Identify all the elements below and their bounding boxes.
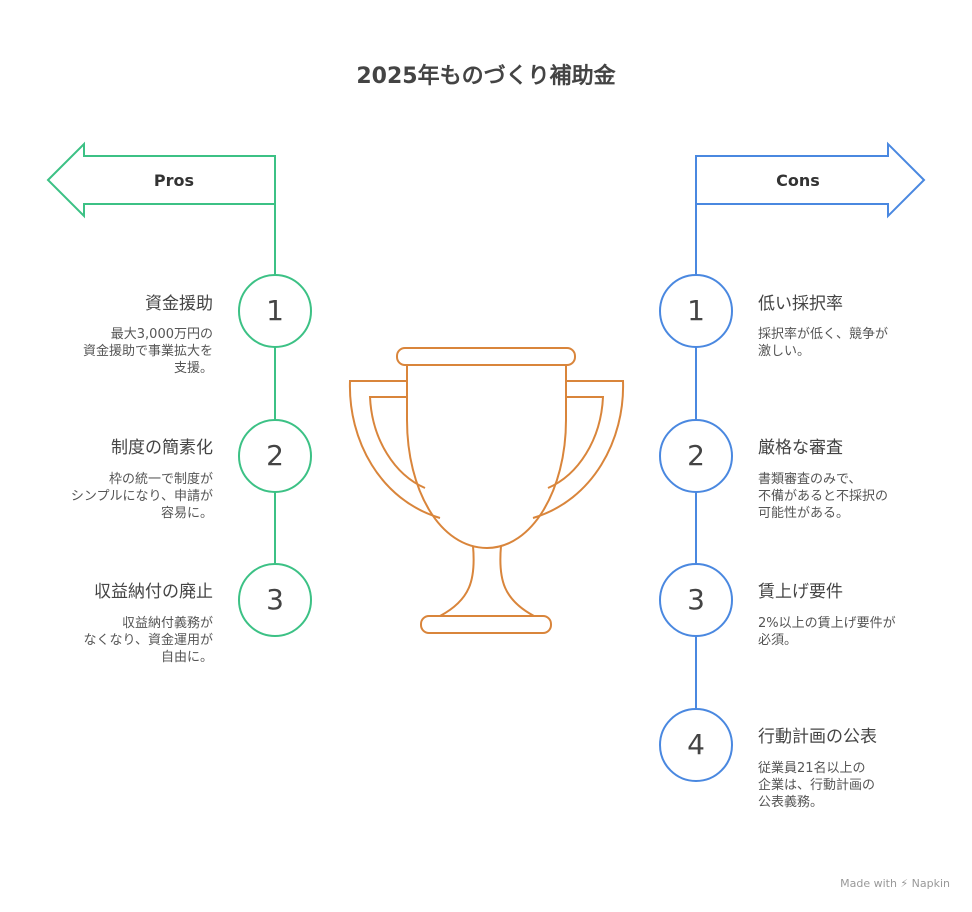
pros-item-desc: 枠の統一で制度が シンプルになり、申請が 容易に。: [70, 472, 213, 521]
pros-circle-1: [238, 274, 312, 348]
cons-number: 3: [687, 583, 705, 616]
pros-item-title: 収益納付の廃止: [94, 582, 213, 602]
pros-number: 3: [266, 583, 284, 616]
cons-label: Cons: [776, 171, 820, 190]
pros-label: Pros: [153, 171, 195, 190]
cons-circle-1: [659, 274, 733, 348]
pros-number: 2: [266, 439, 284, 472]
cons-item-title: 賃上げ要件: [758, 582, 843, 602]
pros-item-title: 制度の簡素化: [111, 438, 213, 458]
cons-number: 2: [687, 439, 705, 472]
cons-circle-3: [659, 563, 733, 637]
cons-number: 4: [687, 728, 705, 761]
cons-circle-2: [659, 419, 733, 493]
cons-circle-4: [659, 708, 733, 782]
pros-item-desc: 最大3,000万円の 資金援助で事業拡大を 支援。: [82, 327, 213, 376]
cons-item-title: 厳格な審査: [758, 438, 843, 458]
cons-item-desc: 書類審査のみで、 不備があると不採択の 可能性がある。: [758, 472, 889, 521]
pros-circle-2: [238, 419, 312, 493]
pros-item-title: 資金援助: [145, 294, 213, 314]
pros-number: 1: [266, 294, 284, 327]
cons-number: 1: [687, 294, 705, 327]
cons-item-desc: 従業員21名以上の 企業は、行動計画の 公表義務。: [758, 761, 876, 810]
cons-item-title: 低い採択率: [758, 294, 843, 314]
trophy-icon: [348, 347, 625, 634]
pros-arrow: [46, 141, 276, 219]
cons-item-desc: 2%以上の賃上げ要件が 必須。: [758, 616, 896, 648]
cons-arrow: [695, 141, 926, 219]
napkin-credit[interactable]: Made with ⚡ Napkin: [840, 877, 950, 890]
pros-circle-3: [238, 563, 312, 637]
cons-item-title: 行動計画の公表: [758, 727, 877, 747]
pros-item-desc: 収益納付義務が なくなり、資金運用が 自由に。: [83, 616, 213, 665]
cons-item-desc: 採択率が低く、競争が 激しい。: [758, 327, 889, 359]
page-title: 2025年ものづくり補助金: [356, 64, 616, 89]
